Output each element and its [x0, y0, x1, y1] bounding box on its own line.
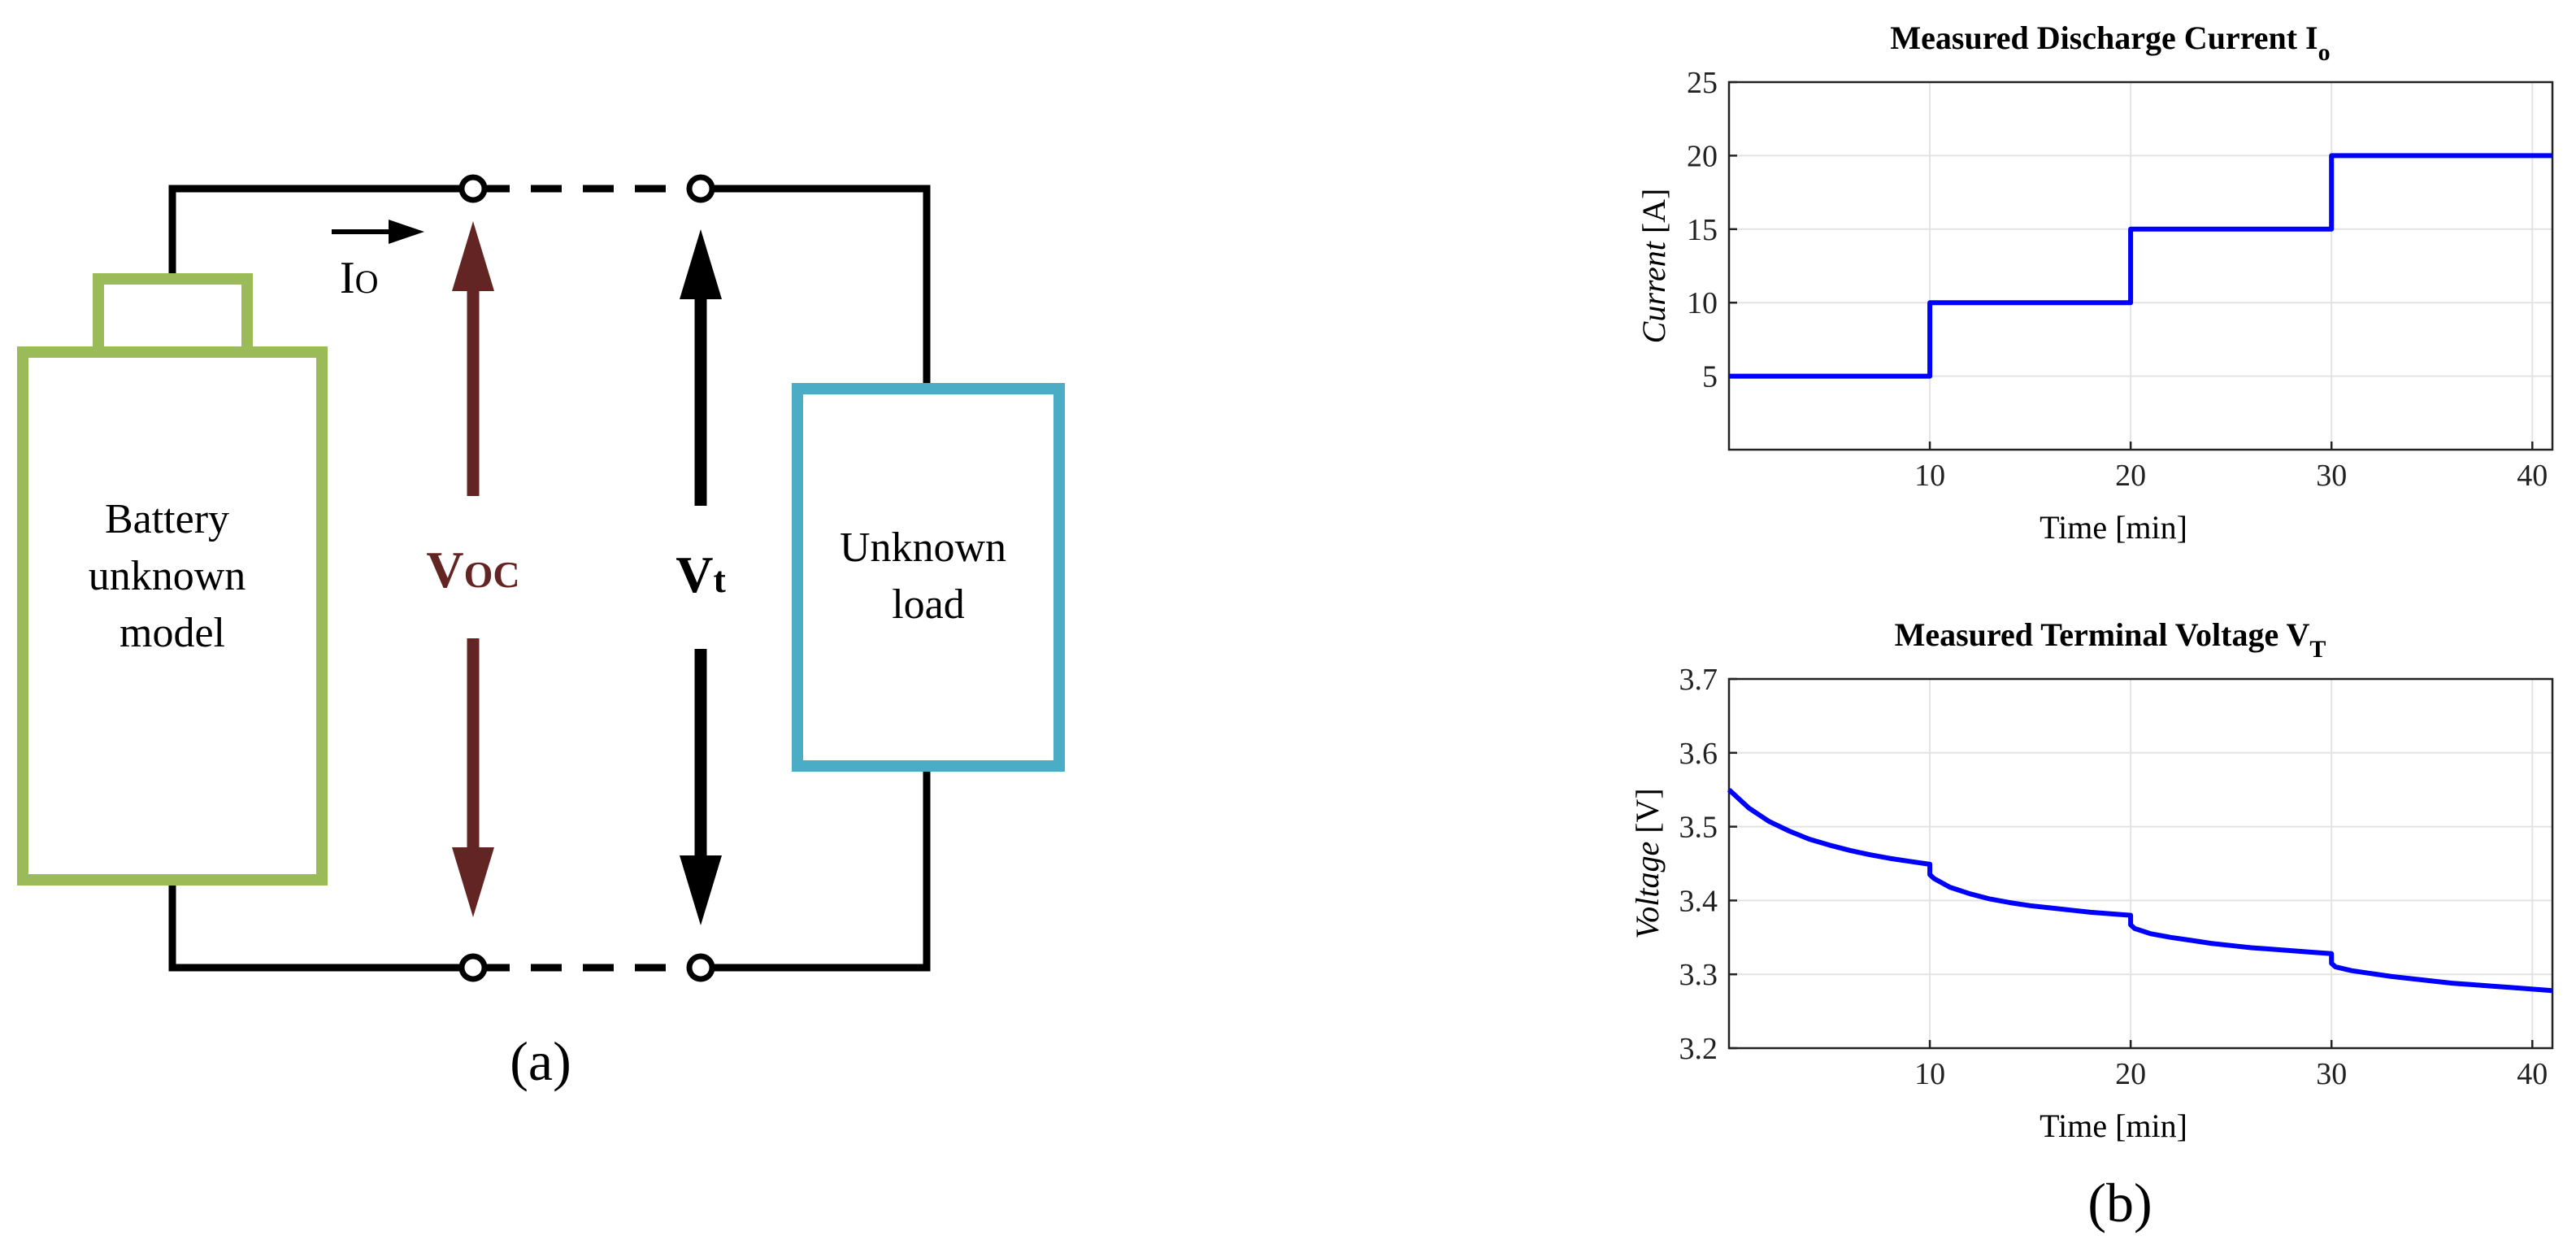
current-arrow-head [389, 220, 424, 244]
y-tick-label: 3.6 [1679, 737, 1718, 771]
current-label: IO [340, 253, 379, 303]
y-tick-label: 25 [1687, 66, 1718, 100]
y-tick-label: 3.4 [1679, 884, 1718, 918]
battery-top-wire [168, 185, 472, 279]
y-tick-label: 5 [1702, 360, 1718, 394]
plot-frame [1727, 81, 2554, 451]
vt-arrow-down-head [680, 855, 722, 925]
y-tick-label: 3.7 [1679, 663, 1718, 697]
vt-label: Vt [675, 546, 726, 603]
y-tick-label: 15 [1687, 213, 1718, 247]
y-tick-label: 10 [1687, 286, 1718, 320]
data-series-line [1729, 153, 2552, 379]
voc-arrow-up-head [452, 221, 494, 291]
y-axis-label: Current [A] [1636, 189, 1672, 344]
x-tick-label: 20 [2115, 459, 2146, 493]
x-tick-label: 10 [1914, 459, 1945, 493]
battery-label: Battery unknown model [89, 496, 257, 656]
battery-bottom-wire [168, 880, 472, 972]
plot-frame [1727, 677, 2554, 1050]
chart-title: Measured Terminal Voltage VT [1895, 616, 2326, 663]
x-tick-label: 30 [2316, 1057, 2347, 1091]
load-label: Unknown load [840, 524, 1017, 628]
voc-arrow-down-head [452, 847, 494, 917]
y-tick-label: 20 [1687, 139, 1718, 173]
voc-label: VOC [426, 541, 519, 598]
terminal-top-right [686, 174, 715, 203]
battery-cap [93, 273, 253, 358]
terminal-bottom-right [686, 953, 715, 982]
load-box [792, 383, 1065, 772]
y-tick-label: 3.2 [1679, 1032, 1718, 1066]
voltage-chart: Measured Terminal Voltage VT 10 20 30 40 3.2… [1629, 616, 2554, 1144]
y-axis-label: Voltage [V] [1629, 788, 1666, 939]
current-chart: Measured Discharge Current Io 10 20 30 40 5 1… [1636, 20, 2554, 546]
x-axis-label: Time [min] [2040, 1108, 2187, 1144]
terminal-top-left [458, 174, 488, 203]
panel-a-label: (a) [510, 1030, 571, 1092]
x-tick-label: 40 [2517, 459, 2548, 493]
data-series-line [1727, 787, 2553, 994]
load-bottom-wire [702, 766, 931, 972]
circuit-diagram: Battery unknown model Unknown load IO VO… [17, 174, 1065, 1092]
x-tick-label: 10 [1914, 1057, 1945, 1091]
x-tick-label: 30 [2316, 459, 2347, 493]
y-tick-label: 3.3 [1679, 958, 1718, 992]
vt-arrow-up-head [680, 229, 722, 299]
battery-body [17, 346, 328, 886]
terminal-bottom-left [458, 953, 488, 982]
chart-title: Measured Discharge Current Io [1890, 20, 2330, 66]
x-tick-label: 40 [2517, 1057, 2548, 1091]
x-tick-label: 20 [2115, 1057, 2146, 1091]
panel-b-label: (b) [2087, 1172, 2152, 1234]
load-top-wire [702, 185, 931, 389]
x-axis-label: Time [min] [2040, 509, 2187, 546]
y-tick-label: 3.5 [1679, 811, 1718, 845]
